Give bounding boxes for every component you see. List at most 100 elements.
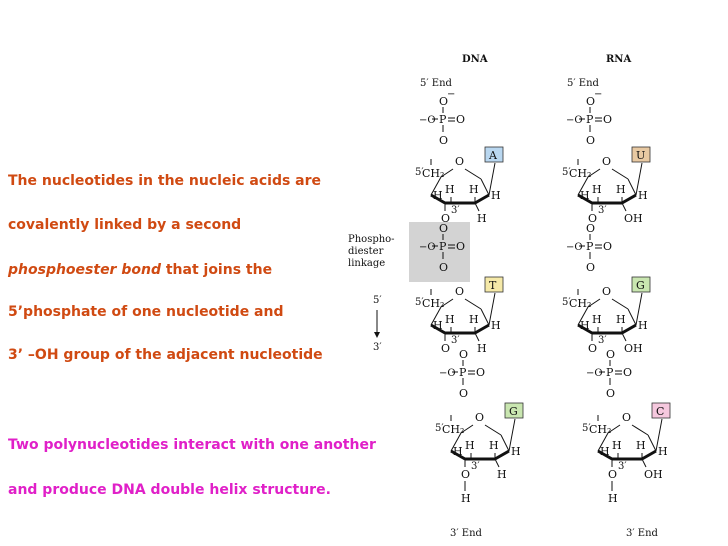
rna-unit-3-ring-bond-right-top	[631, 424, 649, 436]
dna-unit-3-base-letter: G	[509, 405, 518, 418]
dna-unit-2-3-prime: 3′	[451, 335, 460, 346]
dna-unit-1-h-c4: H	[433, 189, 443, 202]
rna-unit-3-ring-bond-left-top	[607, 424, 621, 434]
dna-unit-3-h-c3-up: H	[465, 439, 475, 452]
rna-unit-2-bond-c2-sub	[621, 332, 627, 342]
dna-unit-3-h-c1: H	[511, 445, 521, 458]
rna-unit-3-h-c2-up: H	[636, 439, 646, 452]
text-line-6: Two polynucleotides interact with one an…	[8, 437, 376, 453]
dna-unit-1-phosphate-phosphorus: P	[439, 113, 447, 126]
rna-3-end: 3′ End	[626, 528, 659, 539]
rna-unit-1-h-c2-up: H	[616, 183, 626, 196]
dna-unit-2-h-c1: H	[491, 319, 501, 332]
rna-unit-1-5-prime: 5′	[562, 167, 571, 178]
dna-3-end: 3′ End	[450, 528, 483, 539]
rna-unit-2-phosphate-o-double: O	[603, 240, 612, 253]
dna-unit-3-ring-bond-bottom-right	[494, 449, 510, 461]
dna-unit-1-ring-bond-right-top	[464, 168, 482, 180]
dna-unit-3-h-c4: H	[453, 445, 463, 458]
linkage-label-3: linkage	[348, 258, 385, 269]
direction-5-prime: 5′	[373, 295, 382, 306]
dna-unit-3-5-prime: 5′	[435, 423, 444, 434]
rna-unit-3-h-c4: H	[600, 445, 610, 458]
dna-unit-2-5-prime: 5′	[415, 297, 424, 308]
rna-unit-1-glycosidic-bond	[635, 162, 643, 196]
rna-unit-1-ring-bond-right-top	[611, 168, 629, 180]
dna-unit-1-base-box	[484, 146, 504, 163]
dna-unit-2-phosphate-phosphorus: P	[439, 240, 447, 253]
dna-unit-2-phosphate-o-top: O	[439, 222, 448, 235]
dna-unit-1-phosphate-o-bottom: O	[439, 134, 448, 147]
rna-unit-2-3-prime: 3′	[598, 335, 607, 346]
text-line-3: phosphoester bond that joins the	[8, 262, 272, 278]
dna-unit-3-ring-o: O	[475, 411, 484, 424]
dna-unit-1-phosphate-o-top: O	[439, 95, 448, 108]
dna-unit-3-c3-o: O	[461, 468, 470, 481]
rna-unit-2-phosphate-o-top: O	[586, 222, 595, 235]
dna-unit-1-ring-bond-bottom-right	[474, 193, 490, 205]
dna-unit-2-c3-o: O	[441, 342, 450, 355]
dna-unit-2-h-c3-up: H	[445, 313, 455, 326]
rna-unit-3-c3-o: O	[608, 468, 617, 481]
direction-arrow-head	[374, 332, 380, 338]
rna-unit-1-ring-bond-right	[627, 178, 637, 196]
dna-unit-2-ring-bond-left	[430, 306, 442, 326]
dna-unit-2-ch2: CH₂	[422, 297, 444, 310]
rna-unit-1-ring-bond-bottom-right	[621, 193, 637, 205]
dna-unit-2-base-letter: T	[489, 279, 497, 292]
rna-unit-2-h-c2-up: H	[616, 313, 626, 326]
dna-unit-2-phosphate-o-minus-left: −O	[419, 242, 436, 253]
rna-unit-1-ring-bond-left-top	[587, 168, 601, 178]
rna-5-end: 5′ End	[567, 78, 600, 89]
dna-unit-2-h-c4: H	[433, 319, 443, 332]
rna-unit-1-base-letter: U	[636, 149, 645, 162]
dna-unit-3-phosphate-o-top: O	[459, 348, 468, 361]
rna-unit-1-h-c1: H	[638, 189, 648, 202]
rna-unit-3-3-prime: 3′	[618, 461, 627, 472]
dna-unit-2-ring-bond-left-top	[440, 298, 454, 308]
rna-unit-1-3-prime: 3′	[598, 205, 607, 216]
dna-unit-1-ring-bond-bottom-left	[430, 193, 446, 205]
dna-unit-2-base-box	[484, 276, 504, 293]
dna-unit-2-c2-sub: H	[477, 342, 487, 355]
dna-unit-1-glycosidic-bond	[488, 162, 496, 196]
rna-unit-3-ring-bond-bottom-left	[597, 449, 613, 461]
rna-unit-3-ring-o: O	[622, 411, 631, 424]
rna-unit-2-5-prime: 5′	[562, 297, 571, 308]
rna-unit-1-ring-o: O	[602, 155, 611, 168]
dna-unit-2-ring-bond-bottom-left	[430, 323, 446, 335]
rna-unit-3-base-letter: C	[656, 405, 664, 418]
dna-unit-3-glycosidic-bond	[508, 418, 516, 452]
rna-unit-1-phosphate-o-double: O	[603, 113, 612, 126]
dna-unit-1-phosphate-o-double: O	[456, 113, 465, 126]
rna-unit-2-h-c4: H	[580, 319, 590, 332]
rna-unit-3-ring-bond-left	[597, 432, 609, 452]
linkage-label-1: Phospho-	[348, 234, 395, 245]
rna-unit-3-phosphate-o-double: O	[623, 366, 632, 379]
rna-unit-3-phosphate-o-minus-left: −O	[586, 368, 603, 379]
phosphoester-bond-term: phosphoester bond	[8, 262, 161, 278]
dna-unit-2-glycosidic-bond	[488, 292, 496, 326]
dna-unit-1-ring-bond-right	[480, 178, 490, 196]
rna-unit-3-bond-c2-sub	[641, 458, 647, 468]
text-line-2: covalently linked by a second	[8, 217, 242, 233]
dna-unit-3-h-c2-up: H	[489, 439, 499, 452]
rna-unit-2-ring-bond-right-top	[611, 298, 629, 310]
rna-unit-2-c2-sub: OH	[624, 342, 643, 355]
dna-unit-1-ch2: CH₂	[422, 167, 444, 180]
rna-unit-1-ring-bond-bottom-left	[577, 193, 593, 205]
rna-unit-2-base-box	[631, 276, 651, 293]
rna-unit-2-base-letter: G	[636, 279, 645, 292]
rna-unit-1-h-c4: H	[580, 189, 590, 202]
dna-unit-3-ring-bond-left-top	[460, 424, 474, 434]
rna-unit-2-phosphate-o-minus-left: −O	[566, 242, 583, 253]
rna-unit-3-3end-h: H	[608, 492, 618, 505]
rna-unit-3-phosphate-o-top: O	[606, 348, 615, 361]
dna-unit-3-ring-bond-right-top	[484, 424, 502, 436]
dna-unit-1-5-prime: 5′	[415, 167, 424, 178]
dna-unit-3-3end-h: H	[461, 492, 471, 505]
rna-unit-1-phosphate-o-top-charge: −	[594, 89, 602, 100]
dna-unit-1-phosphate-o-minus-left: −O	[419, 115, 436, 126]
rna-unit-1-phosphate-phosphorus: P	[586, 113, 594, 126]
